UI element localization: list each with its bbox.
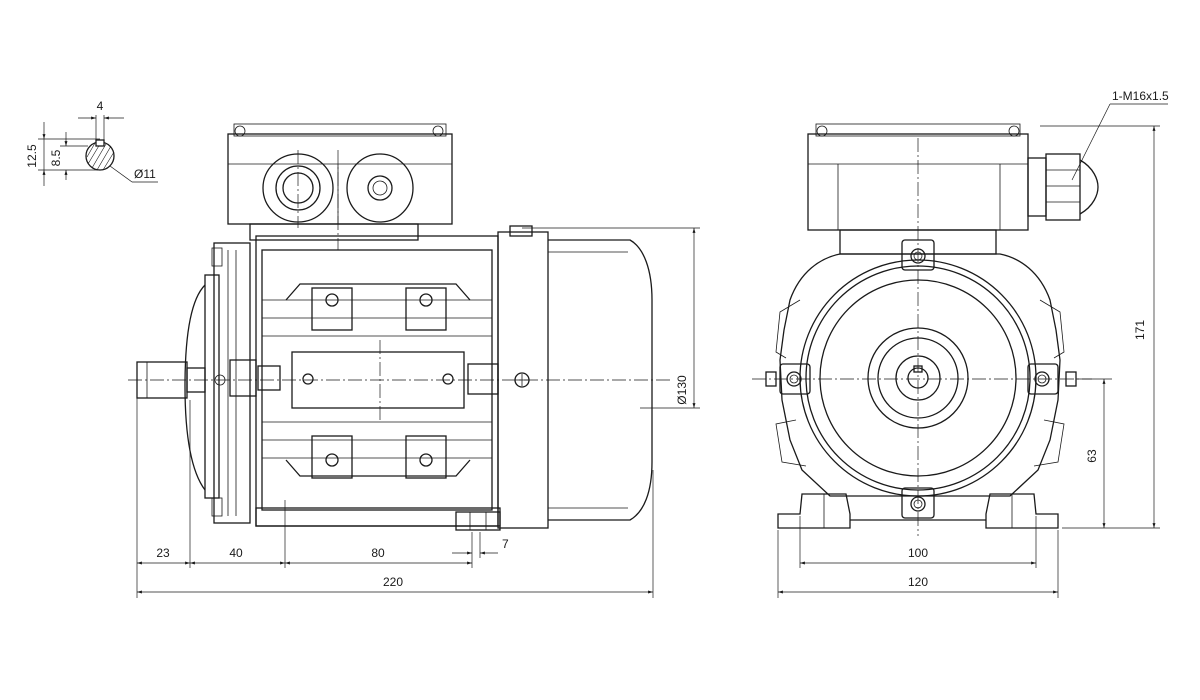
key-width-dim: 4 — [97, 99, 104, 113]
front-elevation — [752, 123, 1099, 536]
side-dimensions: 23 40 80 7 220 Ø130 — [136, 227, 700, 598]
key-depth-dim: 8.5 — [49, 149, 63, 166]
shaft-center-height-dim: 63 — [1085, 449, 1099, 463]
foot-hole-spacing-dim: 80 — [371, 546, 385, 560]
side-elevation — [128, 123, 672, 531]
overall-length-dim: 220 — [383, 575, 403, 589]
shaft-height-dim: 12.5 — [25, 144, 39, 168]
shaft-length-dim: 23 — [156, 546, 170, 560]
shaft-diameter-dim: Ø11 — [134, 167, 156, 181]
foot-offset-dim: 7 — [502, 537, 509, 551]
cable-gland-dim: 1-M16x1.5 — [1112, 89, 1169, 103]
foot-width-dim: 120 — [908, 575, 928, 589]
flange-to-foot-dim: 40 — [229, 546, 243, 560]
overall-height-dim: 171 — [1133, 320, 1147, 340]
foot-hole-width-dim: 100 — [908, 546, 928, 560]
frame-diameter-dim: Ø130 — [675, 375, 689, 405]
key-section-detail: 4 12.5 8.5 Ø11 — [25, 99, 158, 186]
front-dimensions: 100 120 171 63 1-M16x1.5 — [777, 89, 1169, 598]
